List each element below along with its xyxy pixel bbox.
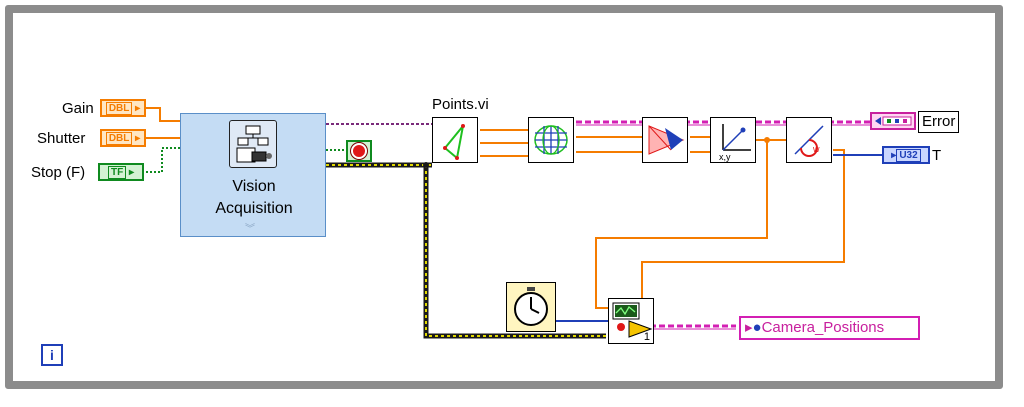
iteration-terminal[interactable]: i [41,344,63,366]
cluster-icon [875,116,912,126]
calibration-grid-vi[interactable] [528,117,574,163]
camera-positions-label: Camera_Positions [761,319,885,336]
coordinate-vi[interactable]: x,y [710,117,756,163]
stop-type: TF [107,165,127,179]
express-vi-title-line1: Vision [232,178,276,195]
rotation-icon: w [794,125,824,157]
camera-positions-global[interactable]: ▸●Camera_Positions [739,316,920,340]
wire-stop [146,147,182,173]
wire-loop-b [641,149,845,298]
while-loop-frame[interactable] [5,5,1003,389]
shutter-label: Shutter [37,130,86,147]
clock-icon [514,287,548,326]
t-indicator-terminal[interactable]: ▸U32 [882,146,930,164]
merge-count: 1 [643,331,650,343]
shutter-control[interactable]: DBL ▸ [100,129,146,147]
stop-control[interactable]: TF ▸ [98,163,144,181]
stop-circle-icon [351,143,367,159]
svg-text:x,y: x,y [719,152,731,162]
t-label: T [932,147,942,164]
express-vi-title: Vision Acquisition [181,176,327,220]
stop-label: Stop (F) [31,164,86,181]
shutter-type: DBL [105,131,133,145]
projection-icon [648,125,685,155]
stop-button-terminal[interactable] [346,140,372,162]
projection-vi[interactable] [642,117,688,163]
points-vi-label: Points.vi [432,96,489,113]
global-arrow-icon: ▸ [745,319,753,336]
t-type: U32 [896,148,921,162]
gain-type: DBL [105,101,133,115]
rotation-vi[interactable]: w [786,117,832,163]
svg-text:w: w [812,144,820,154]
expand-chevron-icon[interactable]: ︾ [245,224,255,235]
scope-icon [612,302,653,338]
wire-loop-a [595,140,768,309]
vision-acquisition-express-vi[interactable]: Vision Acquisition ︾ [180,113,326,237]
globe-icon: ● [752,319,762,336]
wire-error-down-in [425,165,606,337]
express-vi-title-line2: Acquisition [215,200,293,217]
error-label: Error [918,111,960,133]
wire-gain [146,107,182,122]
error-indicator-terminal[interactable] [870,112,916,130]
wait-timer[interactable] [506,282,556,332]
gain-control[interactable]: DBL ▸ [100,99,146,117]
gain-label: Gain [62,100,94,117]
grid-icon [534,125,568,155]
points-vi[interactable] [432,117,478,163]
camera-network-icon [229,120,277,168]
merge-signals-vi[interactable]: 1 [608,298,654,344]
triangle-icon [443,124,465,160]
axes-icon: x,y [719,124,751,162]
